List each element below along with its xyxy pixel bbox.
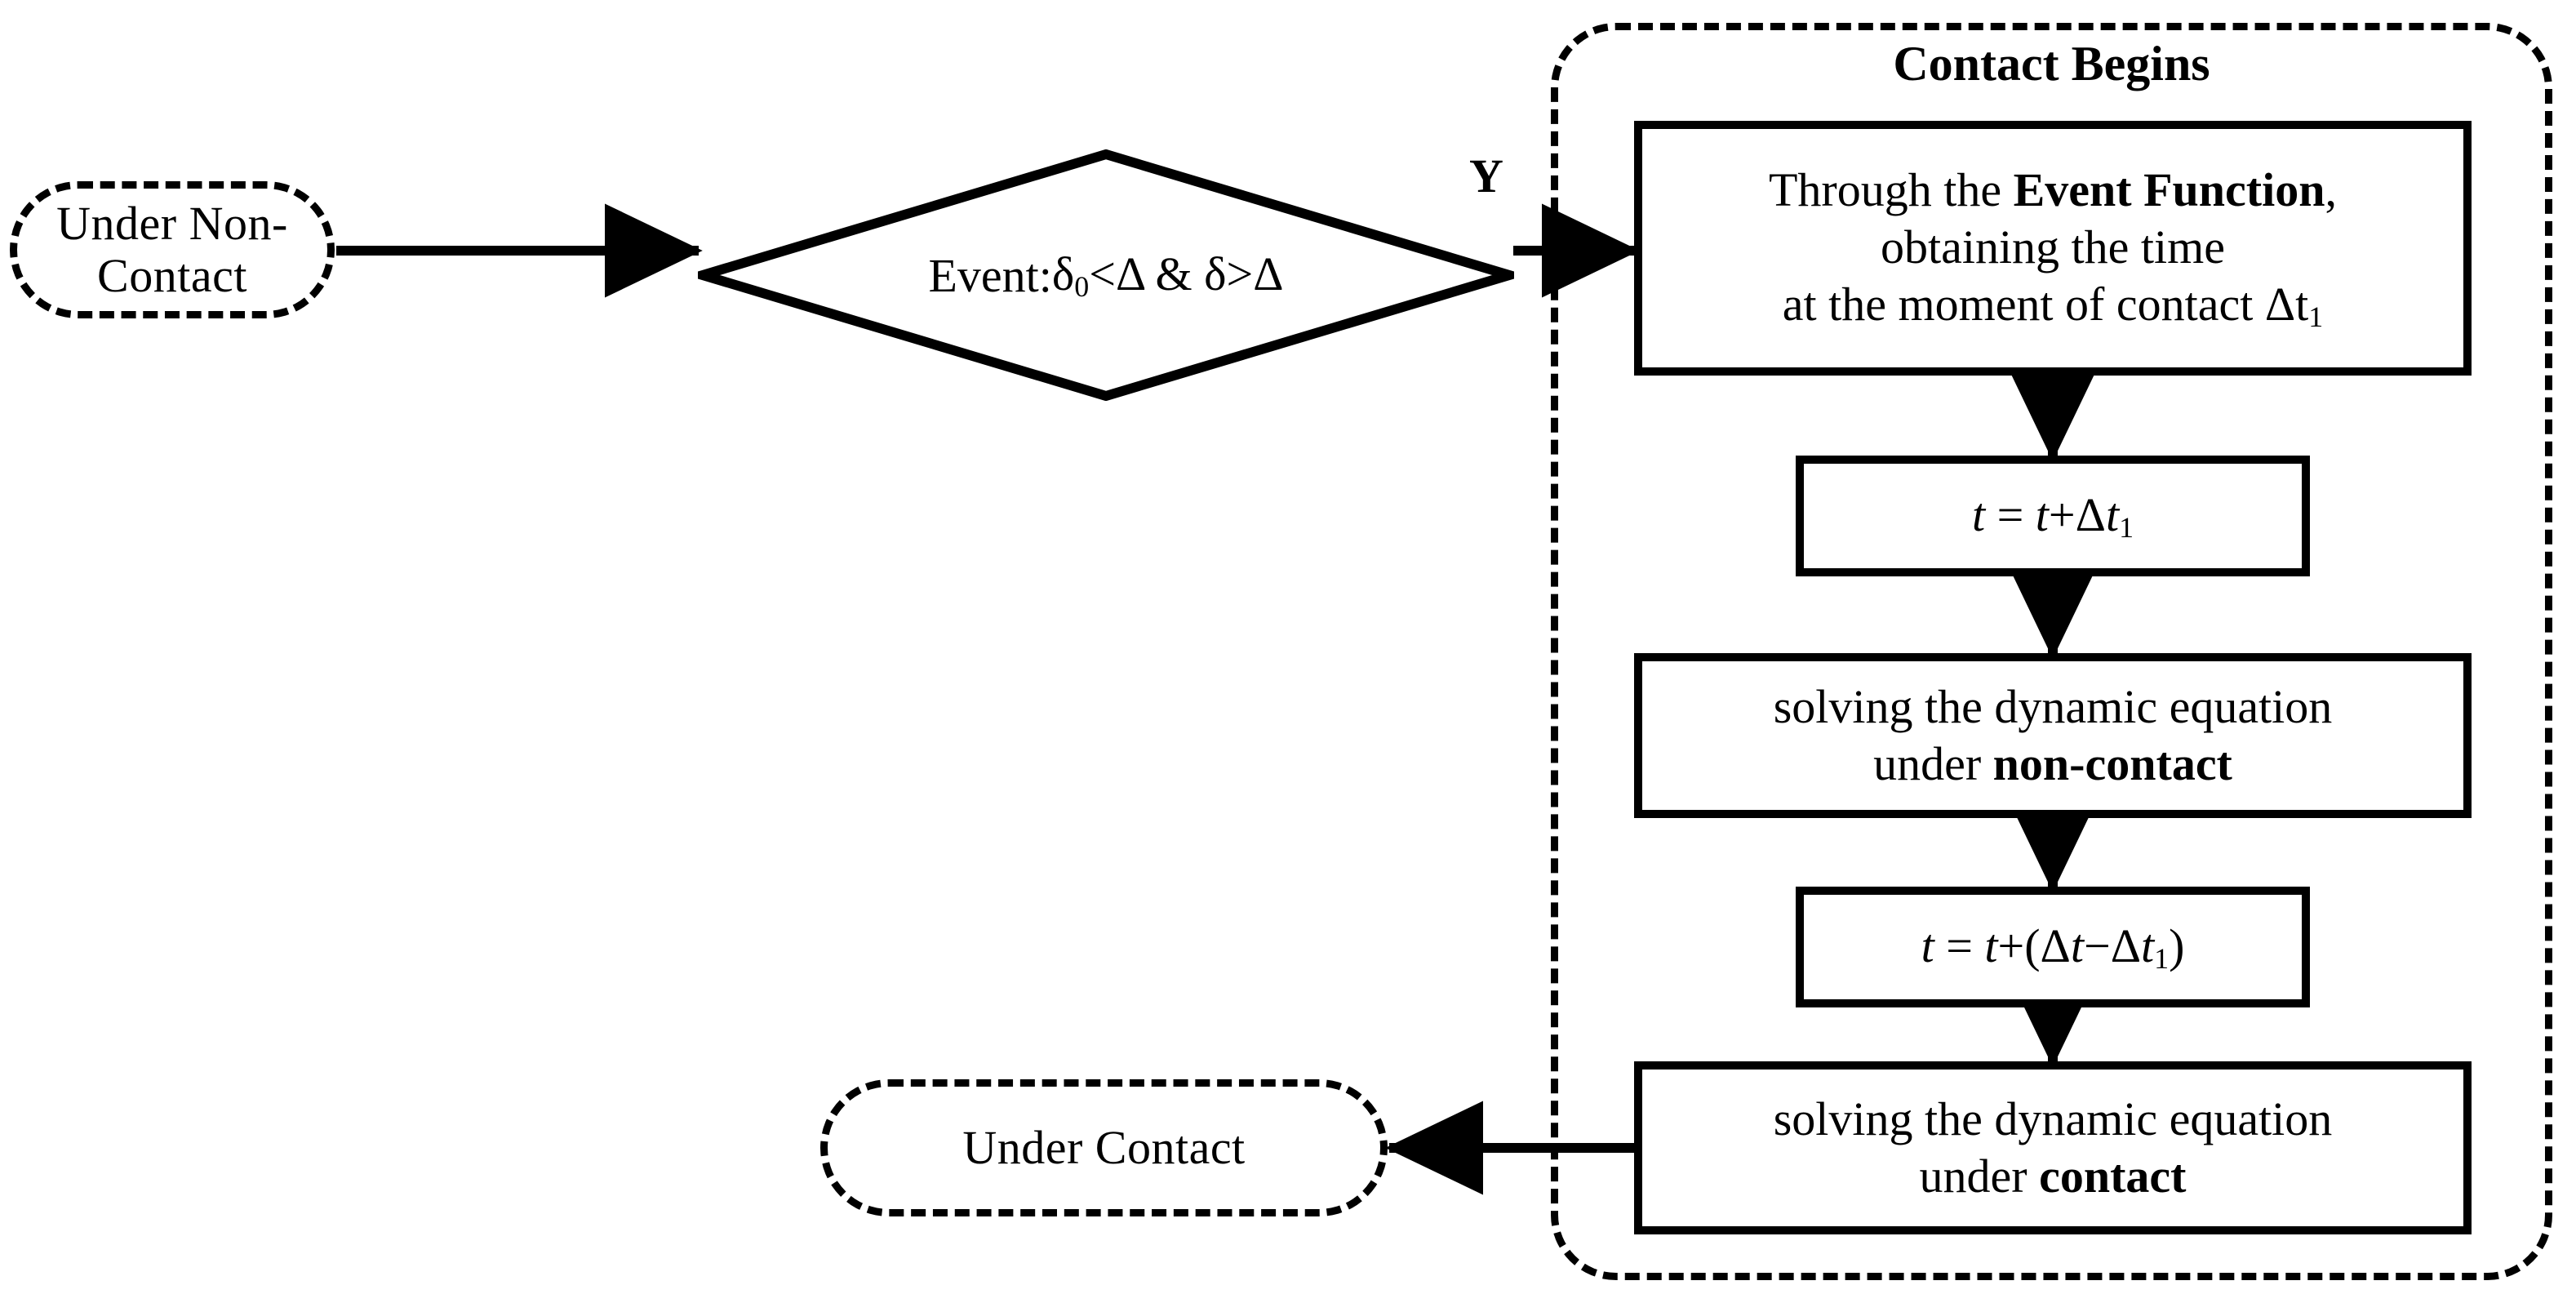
eq1-eq: = xyxy=(1996,487,2024,541)
box-event-function-text: Through the Event Function, obtaining th… xyxy=(1757,162,2348,334)
eq2-t2: t xyxy=(1984,918,1998,972)
solve-nc-line2-a: under xyxy=(1873,737,1993,790)
node-under-contact[interactable]: Under Contact xyxy=(820,1079,1388,1216)
node-decision-label: Event: δ0<Δ & δ>Δ xyxy=(698,149,1514,401)
solve-c-line1: solving the dynamic equation xyxy=(1773,1092,2333,1146)
decision-text-prefix: Event: xyxy=(928,248,1052,302)
solve-nc-line1: solving the dynamic equation xyxy=(1773,680,2333,734)
eq1-plus: +Δ xyxy=(2048,487,2106,541)
event-fn-line1-a: Through the xyxy=(1769,163,2014,217)
eq1-dt: t1 xyxy=(2105,487,2134,544)
box-solve-contact[interactable]: solving the dynamic equation under conta… xyxy=(1634,1061,2472,1234)
event-fn-line1-c: , xyxy=(2325,163,2337,217)
box-solve-noncontact-text: solving the dynamic equation under non-c… xyxy=(1762,678,2344,792)
eq1-t: t xyxy=(1971,487,1986,541)
node-under-contact-label: Under Contact xyxy=(962,1121,1246,1175)
box-time-update-1-text: t = t+Δt1 xyxy=(1961,487,2145,545)
box-time-update-1[interactable]: t = t+Δt1 xyxy=(1796,456,2310,576)
solve-c-line2-a: under xyxy=(1919,1150,2040,1203)
solve-c-emphasis: contact xyxy=(2039,1150,2187,1203)
edge-label-yes: Y xyxy=(1469,149,1503,202)
box-solve-noncontact[interactable]: solving the dynamic equation under non-c… xyxy=(1634,653,2472,818)
eq2-minus: −Δ xyxy=(2083,918,2141,972)
box-solve-contact-text: solving the dynamic equation under conta… xyxy=(1762,1091,2344,1204)
box-time-update-2[interactable]: t = t+(Δt−Δt1) xyxy=(1796,887,2310,1007)
event-fn-line2: obtaining the time xyxy=(1880,220,2225,273)
box-time-update-2-text: t = t+(Δt−Δt1) xyxy=(1910,918,2196,976)
event-fn-emphasis: Event Function xyxy=(2013,163,2325,217)
node-decision-event[interactable]: Event: δ0<Δ & δ>Δ xyxy=(698,149,1514,401)
event-fn-line3: at the moment of contact Δt1 xyxy=(1782,277,2324,333)
diamond-shape xyxy=(698,149,1514,401)
eq2-eq: = xyxy=(1946,918,1973,972)
box-event-function[interactable]: Through the Event Function, obtaining th… xyxy=(1634,121,2472,376)
eq2-t: t xyxy=(1921,918,1934,972)
solve-nc-emphasis: non-contact xyxy=(1992,737,2232,790)
eq2-dt1: t1 xyxy=(2141,918,2170,975)
eq2-plus: +(Δ xyxy=(1997,918,2071,972)
eq2-close: ) xyxy=(2169,918,2185,972)
group-contact-begins-title: Contact Begins xyxy=(1893,37,2210,91)
node-under-non-contact-label: Under Non-Contact xyxy=(56,197,288,302)
eq1-t2: t xyxy=(2035,487,2049,541)
node-under-non-contact[interactable]: Under Non-Contact xyxy=(10,181,335,318)
group-contact-begins xyxy=(1551,23,2552,1280)
decision-text-delta0: δ0<Δ & δ>Δ xyxy=(1051,247,1284,303)
eq2-dt: t xyxy=(2070,918,2084,972)
